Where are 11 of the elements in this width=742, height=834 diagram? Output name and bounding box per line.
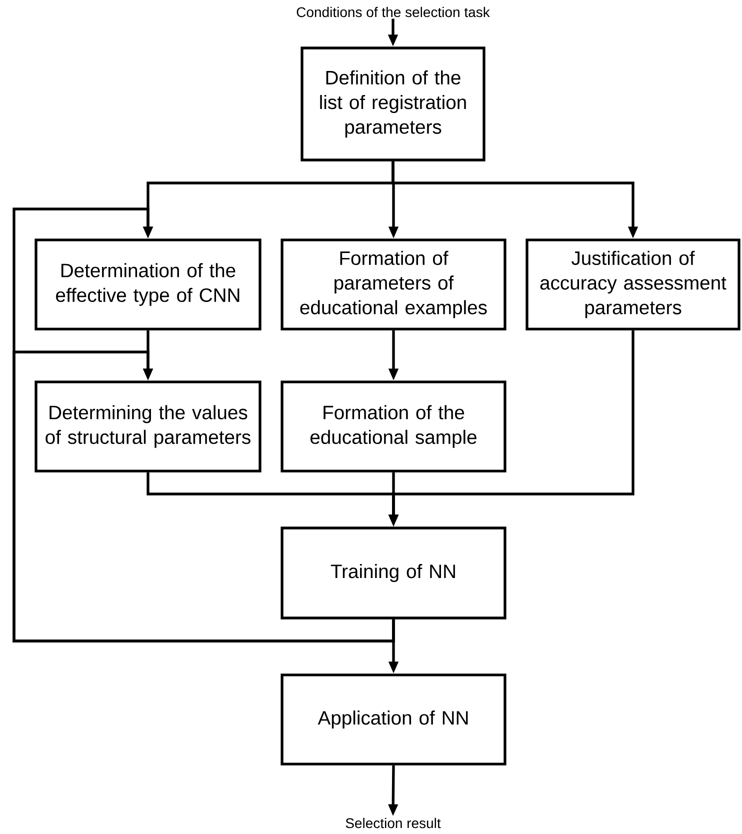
process-box: Formation of parameters of educational examples: [280, 238, 506, 330]
process-box: Determination of the effective type of CNN: [34, 238, 262, 330]
process-box: Definition of the list of registration parameters: [300, 46, 486, 162]
process-box: Training of NN: [280, 526, 506, 620]
process-box: Application of NN: [280, 674, 506, 766]
process-box: Formation of the educational sample: [280, 380, 506, 472]
arrow: [12, 350, 395, 642]
process-box: Determining the values of structural parameters: [34, 380, 262, 472]
flow-label: Conditions of the selection task: [296, 6, 490, 18]
process-box: Justification of accuracy assessment parameters: [526, 238, 740, 330]
flow-label: Selection result: [346, 818, 441, 828]
